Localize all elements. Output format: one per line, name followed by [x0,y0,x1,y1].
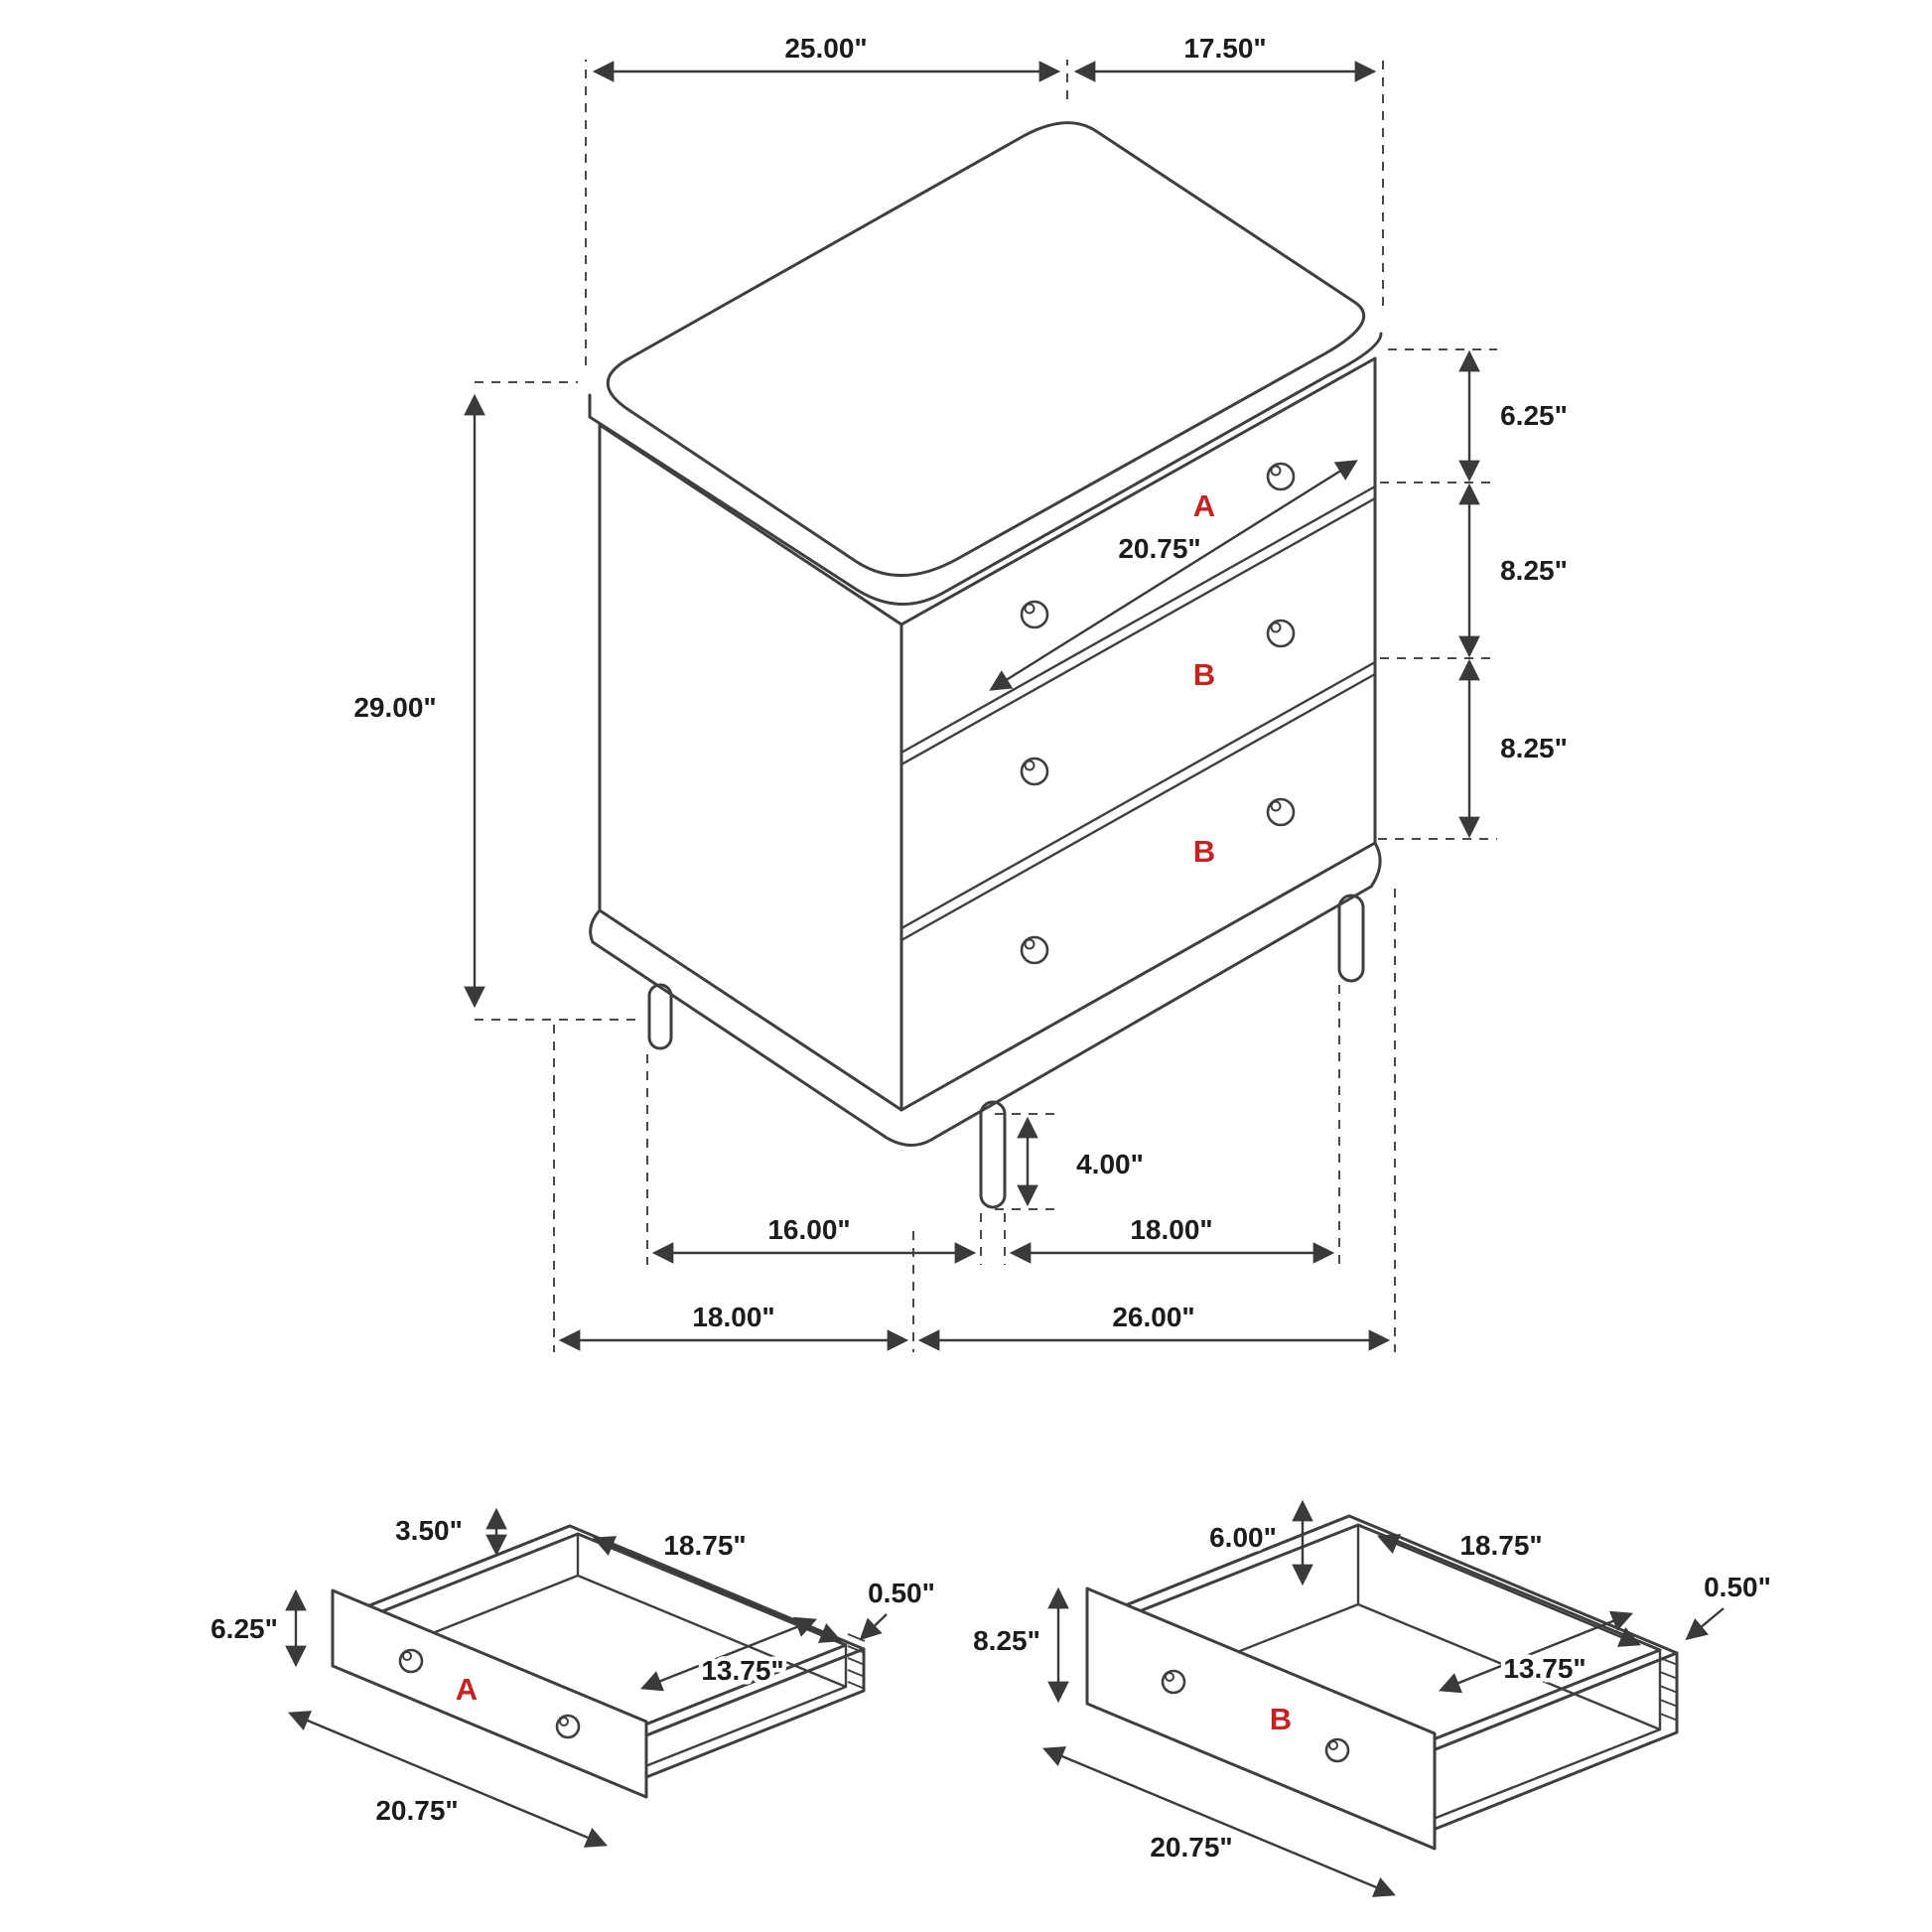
leg-rear-right [1337,894,1365,983]
main-label-drawer-b-bottom: B [1193,834,1215,869]
drawer-b-dim-front-height: 8.25" [973,1625,1040,1656]
dim-drawer-front-width: 20.75" [1118,533,1200,564]
drawer-b-dim-wall-thickness: 0.50" [1704,1572,1771,1602]
leg-front [979,1100,1007,1209]
dim-top-width: 25.00" [784,33,867,64]
drawer-a-dimension-lines [285,1507,888,1848]
drawer-b-dim-inner-width: 18.75" [1459,1530,1542,1561]
chest-legs [647,894,1365,1209]
drawer-b-dim-front-width: 20.75" [1150,1832,1232,1863]
dim-middle-drawer-height: 8.25" [1500,555,1568,586]
dim-leg-spacing-front: 16.00" [767,1214,850,1245]
chest-bottom-rail [589,841,1382,1147]
dimension-lines [464,61,1480,1351]
main-label-drawer-b-middle: B [1193,657,1215,692]
main-label-drawer-a: A [1193,488,1215,523]
dim-base-width: 26.00" [1112,1302,1194,1332]
chest-top-edge-rim [588,332,1383,606]
drawer-b-dim-box-height: 6.00" [1209,1522,1277,1553]
drawer-a-dim-inner-width: 18.75" [663,1530,746,1561]
chest-top-surface [606,121,1366,578]
drawer-b-thickness-hatch [1659,1657,1679,1722]
drawer-a-detail-view: A 3.50" 18.75" 0.50" 13.75" 6.25" 20.75" [207,1507,939,1848]
drawer-b-detail-view: B 6.00" 18.75" 0.50" 13.75" 8.25" 20.75" [969,1499,1775,1897]
dim-overall-height: 29.00" [353,692,436,723]
dim-leg-height: 4.00" [1076,1149,1144,1179]
dim-base-depth: 18.00" [692,1302,774,1332]
drawer-a-dim-front-width: 20.75" [375,1795,458,1826]
drawer-b-dimension-lines [1042,1499,1725,1897]
leg-rear-left [647,983,673,1050]
chest-main-view: A B B [349,29,1572,1352]
drawer-b-dim-inner-depth: 13.75" [1503,1653,1586,1684]
dim-leg-spacing-side: 18.00" [1130,1214,1212,1245]
drawer-a-dim-wall-thickness: 0.50" [868,1578,935,1608]
dim-bottom-drawer-height: 8.25" [1500,733,1568,763]
drawer-b-letter: B [1270,1702,1292,1736]
dim-top-depth: 17.50" [1183,33,1266,64]
drawer-a-letter: A [456,1672,478,1707]
dim-top-drawer-height: 6.25" [1500,400,1568,431]
drawer-a-dim-inner-depth: 13.75" [701,1655,783,1686]
drawer-a-dim-front-height: 6.25" [210,1613,278,1644]
drawer-a-dim-box-height: 3.50" [395,1515,463,1546]
